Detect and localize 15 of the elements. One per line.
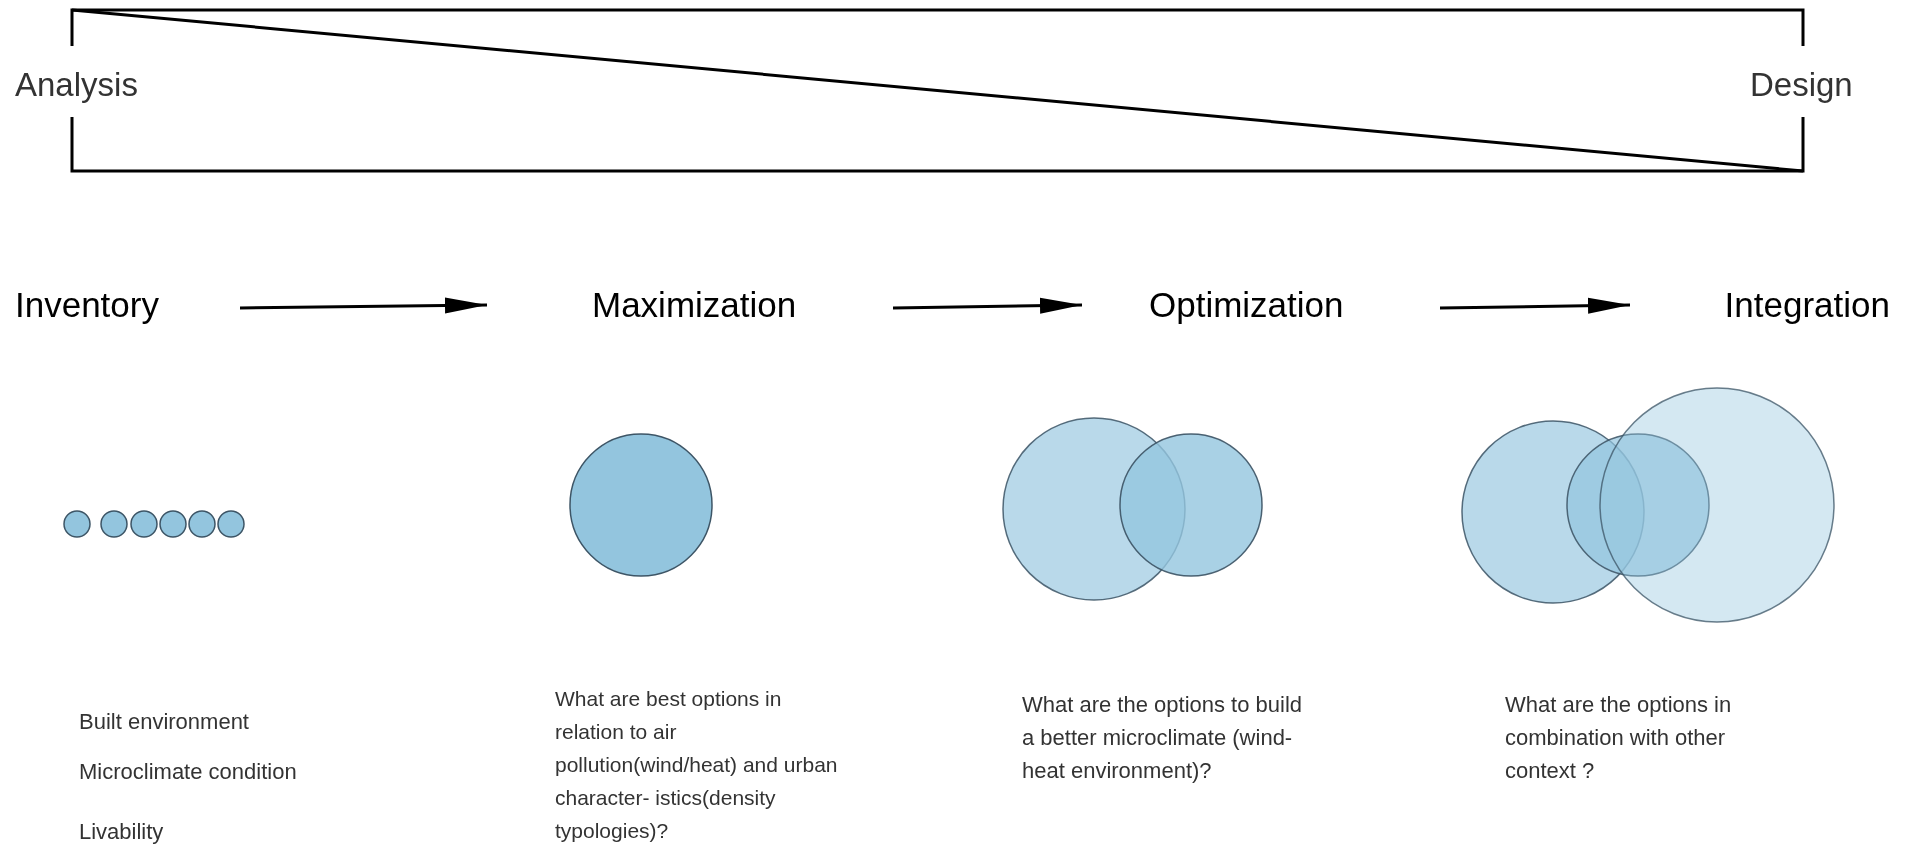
stage-title: Maximization [487, 283, 893, 327]
question-text: What are best options in relation to air pollution(wind/heat) and urban character- istics(density typologies)? [555, 686, 839, 844]
arrow [239, 297, 488, 314]
arrow [1439, 297, 1631, 314]
stage-title: Integration [1630, 283, 1890, 327]
arrow [892, 297, 1083, 314]
label-text: Built environment [79, 708, 249, 736]
label-text: Livability [79, 818, 164, 846]
stage-title: Optimization [1082, 283, 1440, 327]
label-text: Microclimate condition [79, 758, 297, 786]
stage-title: Inventory [15, 283, 240, 327]
label-text: Analysis [15, 65, 138, 105]
question-text: What are the options in combination with other context ? [1505, 691, 1733, 785]
label-text: Design [1750, 65, 1853, 105]
question-text: What are the options to build a better microclimate (wind-heat environment)? [1022, 691, 1304, 785]
